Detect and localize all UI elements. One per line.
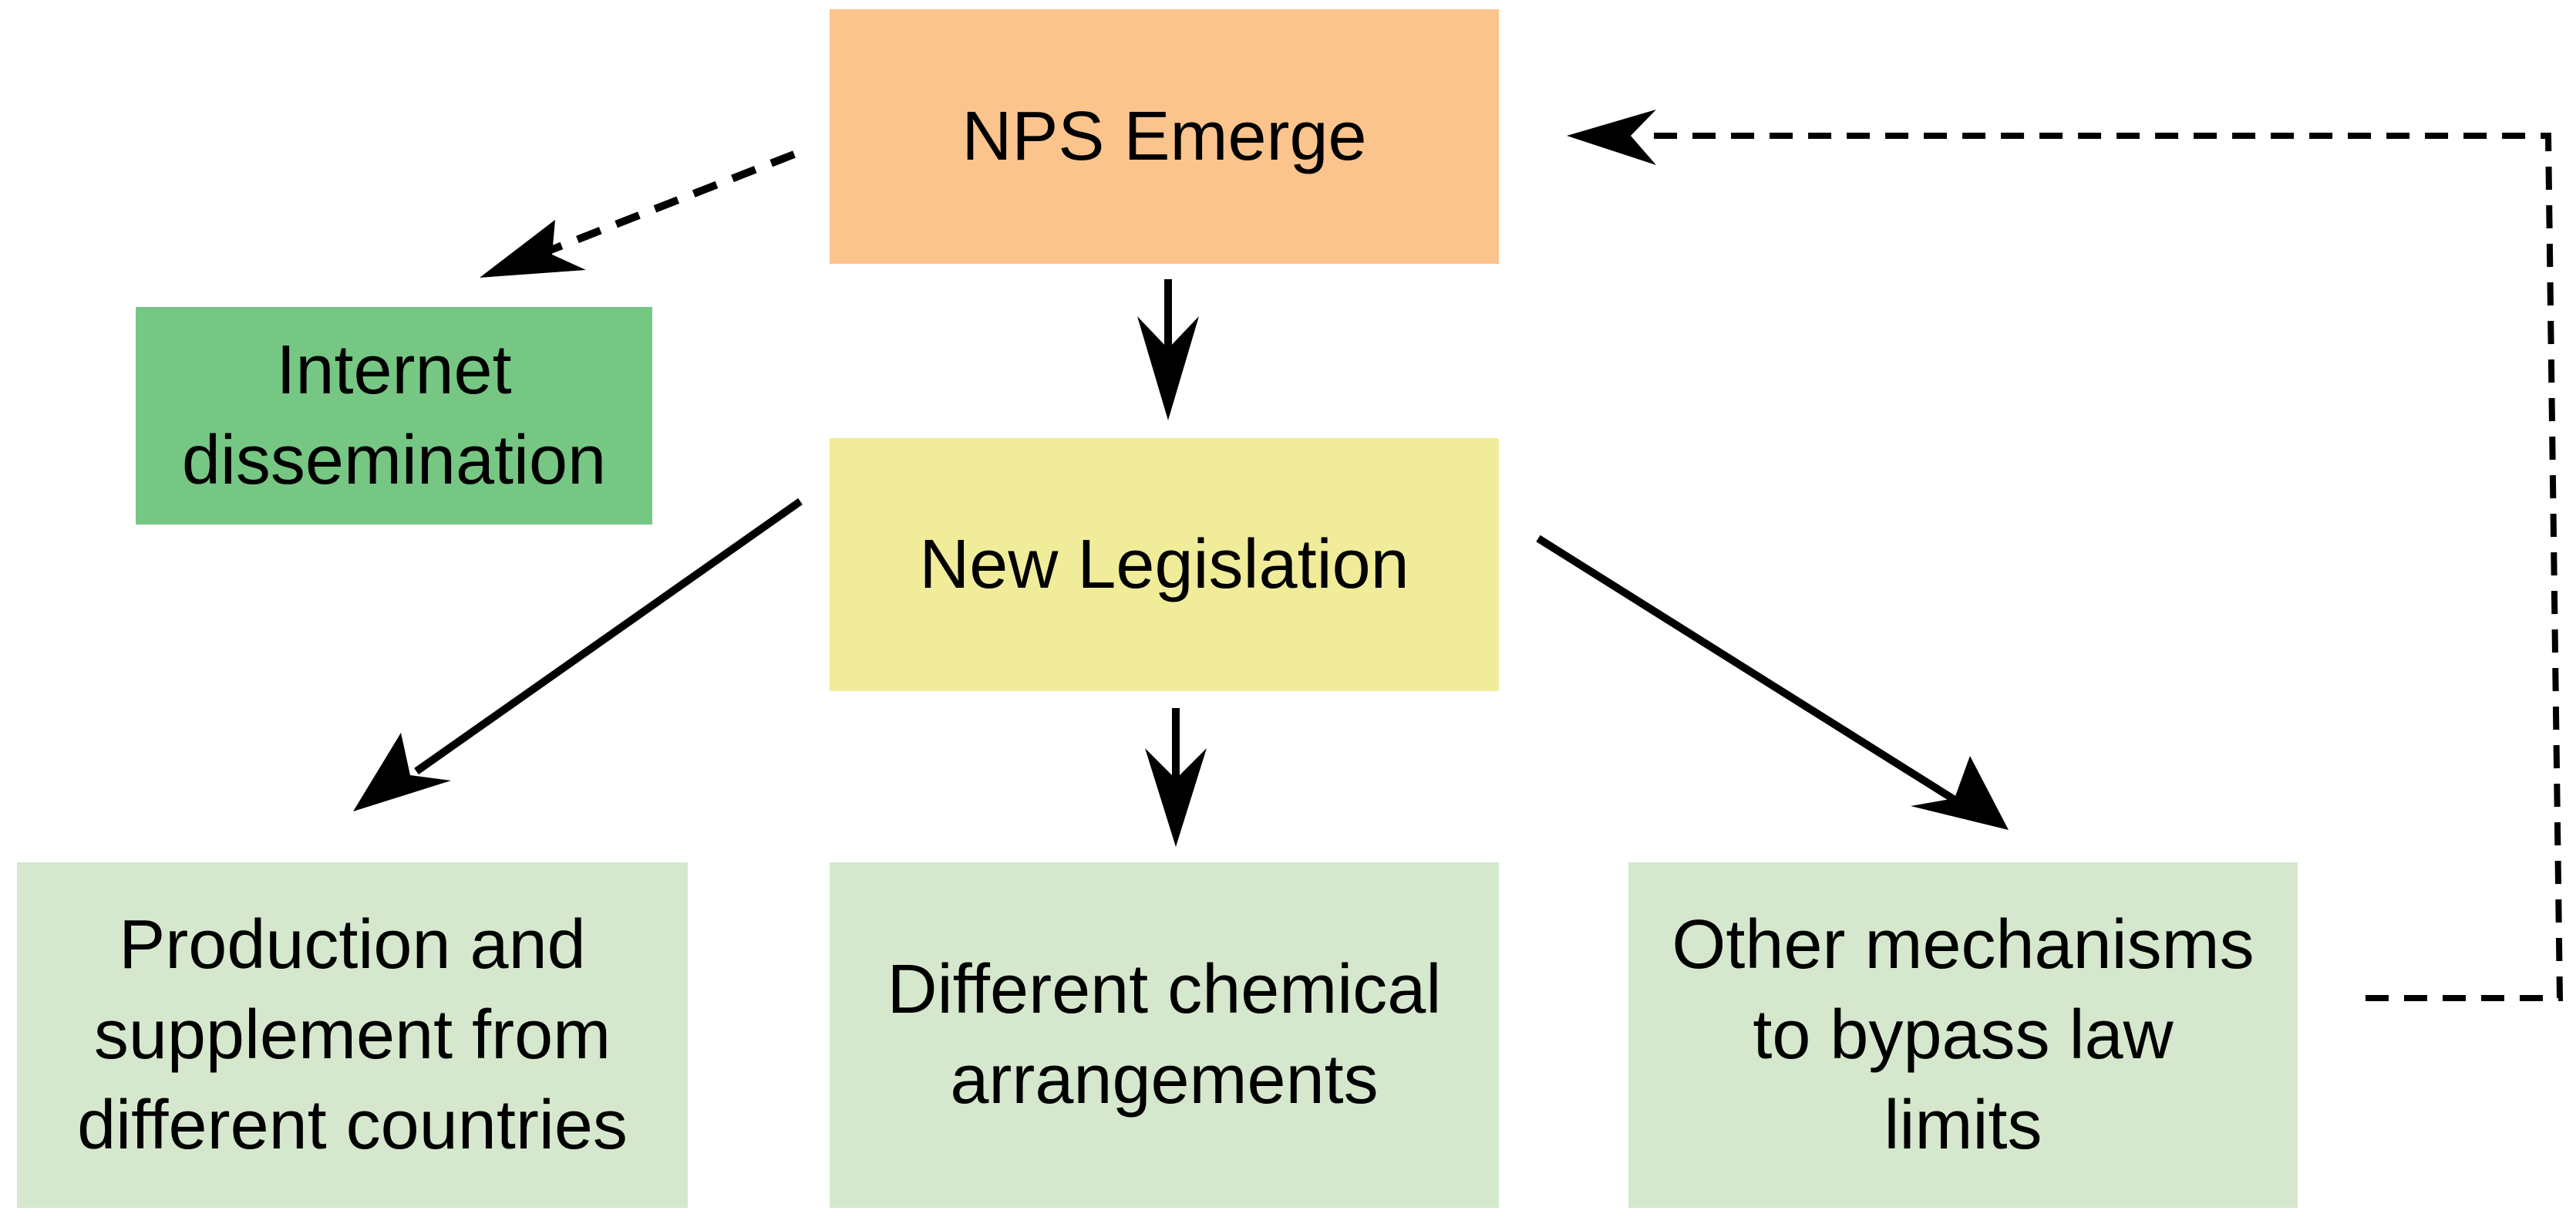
- arrowhead-nps-to-internet: [480, 220, 586, 278]
- node-new-legislation: New Legislation: [830, 438, 1499, 691]
- node-chemical-arrangements-label: Different chemical arrangements: [887, 951, 1442, 1118]
- node-production-supplement-label: Production and supplement from different…: [77, 906, 628, 1164]
- node-production-supplement: Production and supplement from different…: [17, 862, 688, 1208]
- arrowhead-legislation-to-chemical: [1145, 748, 1207, 847]
- node-chemical-arrangements: Different chemical arrangements: [830, 862, 1499, 1208]
- node-internet-dissemination-label: Internet dissemination: [181, 332, 607, 499]
- node-other-mechanisms: Other mechanisms to bypass law limits: [1628, 862, 2298, 1208]
- arrowhead-legislation-to-other: [1911, 756, 2009, 830]
- edge-other-to-nps-feedback: [1650, 133, 2564, 1001]
- arrowhead-other-to-nps: [1567, 110, 1656, 165]
- edge-legislation-to-other: [1536, 535, 1961, 806]
- edge-legislation-to-production: [414, 498, 803, 775]
- node-new-legislation-label: New Legislation: [919, 525, 1409, 603]
- node-other-mechanisms-label: Other mechanisms to bypass law limits: [1672, 906, 2254, 1164]
- node-nps-emerge: NPS Emerge: [830, 9, 1499, 264]
- arrowhead-nps-to-legislation: [1137, 316, 1199, 420]
- node-nps-emerge-label: NPS Emerge: [961, 97, 1367, 175]
- edge-nps-to-internet: [483, 150, 796, 280]
- arrowhead-legislation-to-production: [353, 733, 451, 811]
- node-internet-dissemination: Internet dissemination: [136, 307, 652, 524]
